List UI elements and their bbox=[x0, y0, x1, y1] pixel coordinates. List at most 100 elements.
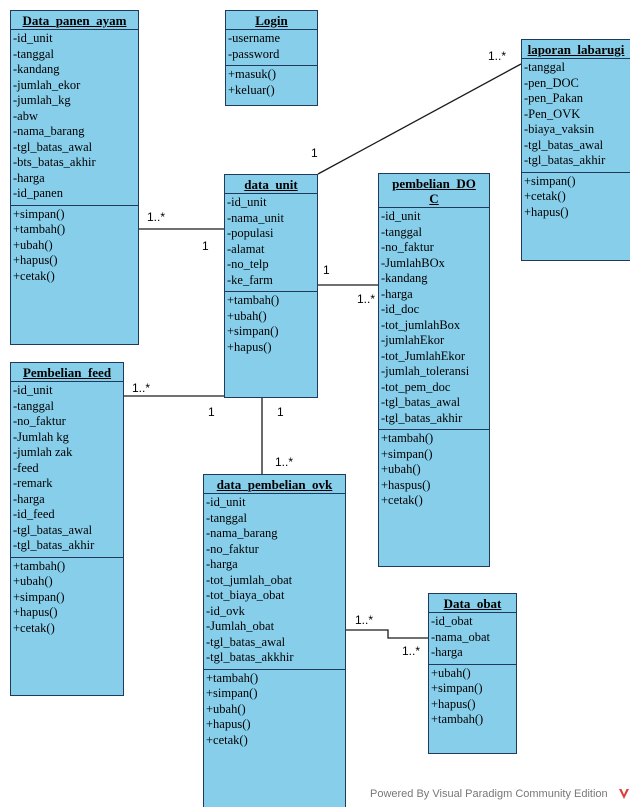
operations-section: +tambah() +simpan() +ubah() +hapus() +ce… bbox=[204, 670, 345, 752]
attribute: -tgl_batas_akhir bbox=[13, 538, 95, 552]
operation: +simpan() bbox=[13, 589, 65, 604]
class-name: data_pembelian_ovk bbox=[204, 475, 345, 494]
operations-section: +simpan() +tambah() +ubah() +hapus() +ce… bbox=[11, 206, 138, 288]
attribute: -tot_jumlah_obat bbox=[206, 572, 293, 587]
attribute: -jumlahEkor bbox=[381, 333, 445, 347]
attributes-section: -id_unit -tanggal -kandang -jumlah_ekor … bbox=[11, 30, 138, 206]
operation: +simpan() bbox=[206, 686, 258, 700]
operations-section: +tambah() +ubah() +simpan() +hapus() bbox=[225, 292, 317, 358]
operation: +simpan() bbox=[381, 446, 433, 461]
operation: +keluar() bbox=[228, 82, 275, 97]
class-name: Pembelian_feed bbox=[11, 363, 123, 382]
attribute: -alamat bbox=[227, 241, 265, 256]
attribute: -harga bbox=[13, 491, 45, 506]
operation: +ubah() bbox=[227, 308, 267, 323]
operations-section: +simpan() +cetak() +hapus() bbox=[522, 173, 630, 224]
attribute: -tanggal bbox=[13, 46, 54, 61]
class-name: laporan_labarugi bbox=[522, 40, 630, 59]
class-data-panen-ayam[interactable]: Data_panen_ayam -id_unit -tanggal -kanda… bbox=[10, 10, 139, 345]
operation: +tambah() bbox=[206, 670, 259, 685]
attribute: -jumlah_toleransi bbox=[381, 364, 470, 378]
attribute: -id_panen bbox=[13, 186, 63, 200]
attribute: -id_unit bbox=[227, 195, 267, 209]
attributes-section: -id_unit -tanggal -nama_barang -no_faktu… bbox=[204, 494, 345, 670]
attribute: -populasi bbox=[227, 226, 274, 240]
operation: +cetak() bbox=[206, 732, 248, 747]
class-name: pembelian_DO C bbox=[379, 174, 489, 208]
attribute: -ke_farm bbox=[227, 272, 273, 287]
operation: +cetak() bbox=[13, 268, 55, 283]
attribute: -tanggal bbox=[381, 224, 422, 239]
assoc-ovk-obat bbox=[346, 629, 428, 639]
visual-paradigm-logo-icon bbox=[619, 789, 629, 799]
multiplicity-label: 1..* bbox=[275, 455, 294, 469]
operation: +simpan() bbox=[431, 681, 483, 695]
attribute: -harga bbox=[13, 170, 45, 185]
operation: +tambah() bbox=[13, 222, 66, 236]
watermark-text: Powered By Visual Paradigm Community Edi… bbox=[370, 788, 608, 800]
operation: +ubah() bbox=[13, 574, 53, 588]
class-data-unit[interactable]: data_unit -id_unit -nama_unit -populasi … bbox=[224, 174, 318, 398]
operation: +hapus() bbox=[431, 696, 476, 711]
operation: +simpan() bbox=[524, 173, 576, 188]
multiplicity-label: 1..* bbox=[355, 613, 374, 627]
attribute: -tot_JumlahEkor bbox=[381, 348, 466, 363]
multiplicity-label: 1 bbox=[277, 405, 284, 419]
operation: +hapus() bbox=[13, 253, 58, 267]
class-data-pembelian-ovk[interactable]: data_pembelian_ovk -id_unit -tanggal -na… bbox=[203, 474, 346, 807]
operation: +simpan() bbox=[227, 324, 279, 338]
multiplicity-label: 1..* bbox=[488, 49, 507, 63]
operation: +ubah() bbox=[13, 237, 53, 252]
operations-section: +tambah() +ubah() +simpan() +hapus() +ce… bbox=[11, 558, 123, 640]
class-name: data_unit bbox=[225, 175, 317, 194]
attribute: -tgl_batas_awal bbox=[524, 137, 604, 152]
class-data-obat[interactable]: Data_obat -id_obat -nama_obat -harga +ub… bbox=[428, 593, 517, 754]
attribute: -kandang bbox=[13, 62, 60, 76]
operation: +cetak() bbox=[381, 493, 423, 507]
attribute: -id_doc bbox=[381, 302, 420, 316]
multiplicity-label: 1 bbox=[208, 405, 215, 419]
attribute: -id_unit bbox=[13, 31, 53, 45]
attributes-section: -id_unit -tanggal -no_faktur -Jumlah kg … bbox=[11, 382, 123, 558]
attribute: -jumlah_ekor bbox=[13, 77, 81, 92]
attribute: -remark bbox=[13, 476, 53, 490]
multiplicity-label: 1..* bbox=[132, 381, 151, 395]
attribute: -tgl_batas_akkhir bbox=[206, 650, 294, 664]
attribute: -no_faktur bbox=[381, 240, 434, 254]
class-pembelian-doc[interactable]: pembelian_DO C -id_unit -tanggal -no_fak… bbox=[378, 173, 490, 567]
attribute: -harga bbox=[381, 286, 413, 301]
operation: +hapus() bbox=[13, 605, 58, 619]
attribute: -biaya_vaksin bbox=[524, 122, 595, 136]
attribute: -nama_barang bbox=[206, 526, 278, 540]
assoc-unit-laporan bbox=[317, 63, 522, 175]
attribute: -nama_unit bbox=[227, 210, 284, 225]
attribute: -nama_obat bbox=[431, 629, 491, 644]
operation: +simpan() bbox=[13, 206, 65, 221]
operation: +cetak() bbox=[13, 620, 55, 635]
attribute: -no_telp bbox=[227, 257, 269, 271]
attribute: -Jumlah kg bbox=[13, 429, 69, 444]
attribute: -tot_jumlahBox bbox=[381, 317, 461, 332]
operation: +hapus() bbox=[206, 717, 251, 731]
multiplicity-label: 1 bbox=[323, 263, 330, 277]
attribute: -nama_barang bbox=[13, 124, 85, 138]
multiplicity-label: 1 bbox=[311, 146, 318, 160]
multiplicity-label: 1..* bbox=[147, 210, 166, 224]
attribute: -id_obat bbox=[431, 614, 473, 628]
attribute: -Pen_OVK bbox=[524, 106, 581, 121]
class-name: Login bbox=[226, 11, 317, 30]
attribute: -id_unit bbox=[381, 209, 421, 223]
class-name: Data_panen_ayam bbox=[11, 11, 138, 30]
operations-section: +tambah() +simpan() +ubah() +haspus() +c… bbox=[379, 430, 489, 512]
operation: +tambah() bbox=[13, 558, 66, 573]
class-login[interactable]: Login -username -password +masuk() +kelu… bbox=[225, 10, 318, 106]
attribute: -tgl_batas_awal bbox=[206, 634, 286, 649]
attribute: -tanggal bbox=[524, 60, 565, 74]
operation: +ubah() bbox=[431, 665, 471, 680]
class-laporan-labarugi[interactable]: laporan_labarugi -tanggal -pen_DOC -pen_… bbox=[521, 39, 630, 261]
attribute: -tanggal bbox=[13, 398, 54, 413]
attribute: -JumlahBOx bbox=[381, 255, 445, 270]
attribute: -kandang bbox=[381, 271, 428, 285]
class-pembelian-feed[interactable]: Pembelian_feed -id_unit -tanggal -no_fak… bbox=[10, 362, 124, 696]
attribute: -id_unit bbox=[206, 495, 246, 509]
